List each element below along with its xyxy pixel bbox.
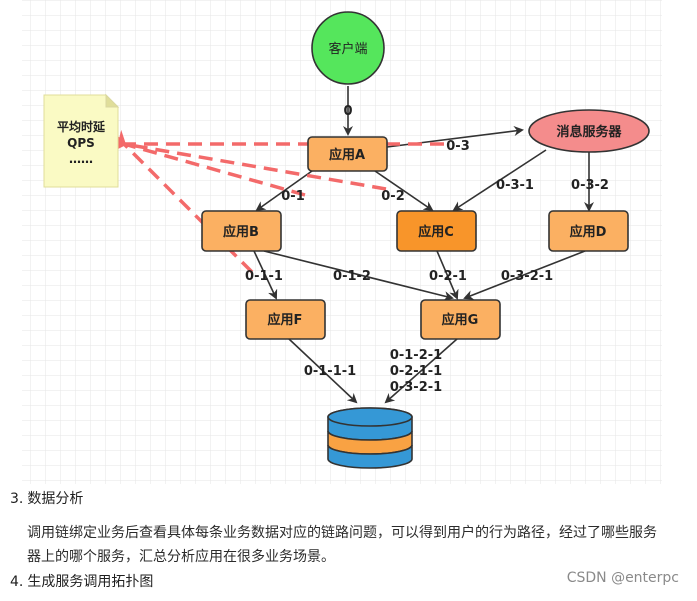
dashed-b-note	[110, 133, 306, 197]
section-4-number: 4.	[10, 574, 24, 590]
section-3-heading: 3.数据分析	[10, 489, 83, 509]
edge-b-f	[253, 250, 278, 300]
app-a-box	[307, 136, 388, 172]
csdn-watermark: CSDN @enterpc	[566, 570, 679, 586]
section-3-paragraph: 调用链绑定业务后查看具体每条业务数据对应的链路问题，可以得到用户的行为路径，经过…	[27, 525, 657, 565]
label-0-2-1: 0-2-1	[429, 269, 467, 284]
mq-ellipse	[528, 109, 650, 153]
database-icon	[327, 407, 413, 469]
edge-g-db	[384, 338, 458, 404]
note-line-3: ……	[69, 152, 93, 166]
edge-a-c	[374, 170, 434, 212]
edge-b-g	[263, 250, 454, 301]
note-line-2: QPS	[67, 136, 95, 150]
app-c-label: 应用C	[418, 224, 454, 240]
node-app-c: 应用C	[396, 210, 477, 252]
label-0: 0	[343, 104, 352, 119]
label-g-db-3: 0-3-2-1	[390, 380, 442, 395]
node-app-d: 应用D	[548, 210, 629, 252]
label-0-2: 0-2	[381, 189, 405, 204]
node-app-b: 应用B	[201, 210, 282, 252]
label-0-3: 0-3	[446, 139, 470, 154]
app-f-box	[245, 299, 326, 340]
edge-mq-c	[452, 149, 547, 212]
app-d-label: 应用D	[570, 224, 607, 240]
database-top-lid	[327, 407, 413, 427]
mq-label: 消息服务器	[556, 124, 622, 140]
label-g-db-2: 0-2-1-1	[390, 364, 442, 379]
node-app-a: 应用A	[307, 136, 388, 172]
database-layer-bottom	[327, 444, 413, 469]
label-0-1-1: 0-1-1	[245, 269, 283, 284]
label-0-1-2: 0-1-2	[333, 269, 371, 284]
call-chain-diagram: 平均时延 QPS …… 客户端 消息服务器 应用A 应用B 应用C 应用D 应用…	[22, 0, 662, 484]
label-0-1-1-1: 0-1-1-1	[304, 364, 356, 379]
client-circle	[311, 11, 385, 85]
client-label: 客户端	[328, 41, 367, 57]
edge-d-g	[463, 250, 586, 300]
solid-edges	[253, 86, 594, 404]
section-3-number: 3.	[10, 491, 24, 507]
label-0-3-1: 0-3-1	[496, 178, 534, 193]
note-fold	[105, 93, 120, 108]
label-g-db-1: 0-1-2-1	[390, 348, 442, 363]
edge-a-b	[255, 170, 313, 212]
node-client: 客户端	[311, 11, 385, 85]
section-4-heading: 4.生成服务调用拓扑图	[10, 572, 153, 592]
app-a-label: 应用A	[329, 147, 365, 163]
node-app-f: 应用F	[245, 299, 326, 340]
label-0-3-2: 0-3-2	[571, 178, 609, 193]
label-0-3-2-1: 0-3-2-1	[501, 269, 553, 284]
node-app-g: 应用G	[420, 299, 501, 340]
app-b-label: 应用B	[223, 224, 259, 240]
note-line-1: 平均时延	[57, 119, 106, 134]
app-c-box	[396, 210, 477, 252]
app-g-box	[420, 299, 501, 340]
label-0-1: 0-1	[281, 189, 305, 204]
app-g-label: 应用G	[442, 312, 479, 328]
app-f-label: 应用F	[268, 312, 303, 328]
app-b-box	[201, 210, 282, 252]
dashed-c-note	[110, 134, 387, 191]
edge-f-db	[288, 338, 358, 404]
section-3-title: 数据分析	[27, 491, 84, 507]
note-body	[43, 94, 119, 188]
edge-c-g	[436, 250, 459, 300]
edge-labels: 0 0-3 0-1 0-2 0-3-1 0-3-2 0-1-1 0-1-2 0-…	[245, 104, 609, 395]
node-mq: 消息服务器	[528, 109, 650, 153]
metrics-note: 平均时延 QPS ……	[43, 93, 120, 188]
app-d-box	[548, 210, 629, 252]
section-4-title: 生成服务调用拓扑图	[27, 574, 154, 590]
